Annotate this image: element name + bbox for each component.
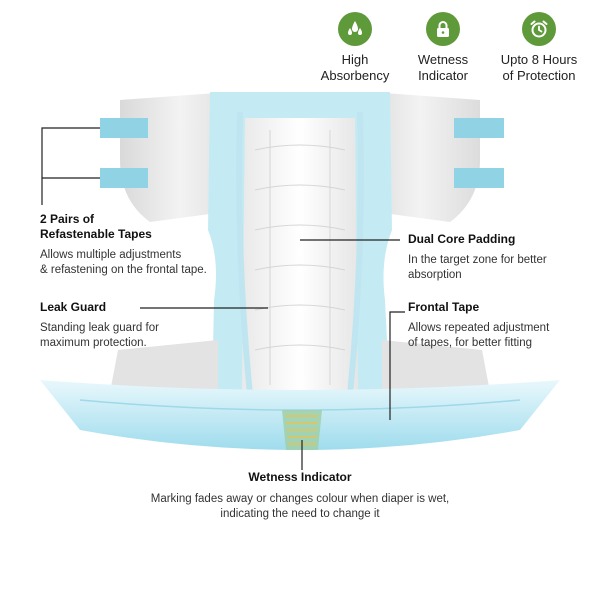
callout-title: Refastenable Tapes xyxy=(40,227,152,241)
left-leak-guard xyxy=(236,111,253,396)
feature-text-line: Absorbency xyxy=(320,68,390,83)
feature-high-absorbency: High Absorbency xyxy=(300,12,410,84)
callout-desc: Standing leak guard for xyxy=(40,322,159,334)
callout-leader-lines xyxy=(41,127,405,470)
callout-title: Dual Core Padding xyxy=(408,232,516,246)
callout-leak-guard: Leak Guard Standing leak guard for maxim… xyxy=(40,300,159,351)
callout-frontal-tape: Frontal Tape Allows repeated adjustment … xyxy=(408,300,549,351)
lock-icon xyxy=(426,12,460,46)
absorbent-pad xyxy=(242,118,358,390)
callout-title: Leak Guard xyxy=(40,300,107,314)
right-front-panel xyxy=(382,340,490,392)
feature-text-line: Wetness xyxy=(417,52,469,67)
feature-text-line: High xyxy=(341,52,369,67)
callout-title: Frontal Tape xyxy=(408,300,480,314)
callout-wetness-indicator: Wetness Indicator Marking fades away or … xyxy=(120,470,480,522)
callout-title: 2 Pairs of xyxy=(40,212,95,226)
feature-text-line: Upto 8 Hours xyxy=(500,52,578,67)
feature-wetness-indicator: Wetness Indicator xyxy=(388,12,498,84)
callout-title: Wetness Indicator xyxy=(248,470,352,484)
callout-desc: absorption xyxy=(408,269,462,281)
feature-text-line: of Protection xyxy=(502,68,576,83)
feature-protection-hours: Upto 8 Hours of Protection xyxy=(484,12,594,84)
callout-desc: In the target zone for better xyxy=(408,254,547,266)
right-leak-guard xyxy=(347,111,364,396)
left-tape-lower xyxy=(100,168,148,188)
callout-dual-core-padding: Dual Core Padding In the target zone for… xyxy=(408,232,547,283)
callout-desc: & refastening on the frontal tape. xyxy=(40,264,207,276)
right-tape-upper xyxy=(454,118,504,138)
callout-desc: indicating the need to change it xyxy=(220,508,380,520)
callout-desc: Allows multiple adjustments xyxy=(40,249,182,261)
callout-desc: maximum protection. xyxy=(40,337,147,349)
left-front-panel xyxy=(110,340,218,392)
left-tape-upper xyxy=(100,118,148,138)
alarm-clock-icon xyxy=(522,12,556,46)
callout-desc: Allows repeated adjustment xyxy=(408,322,550,334)
right-tape-lower xyxy=(454,168,504,188)
callout-desc: of tapes, for better fitting xyxy=(408,337,533,349)
water-drops-icon xyxy=(338,12,372,46)
callout-desc: Marking fades away or changes colour whe… xyxy=(150,493,450,505)
feature-text-line: Indicator xyxy=(418,68,468,83)
callout-refastenable-tapes: 2 Pairs of Refastenable Tapes Allows mul… xyxy=(40,212,207,278)
wetness-indicator-strip xyxy=(282,410,322,450)
